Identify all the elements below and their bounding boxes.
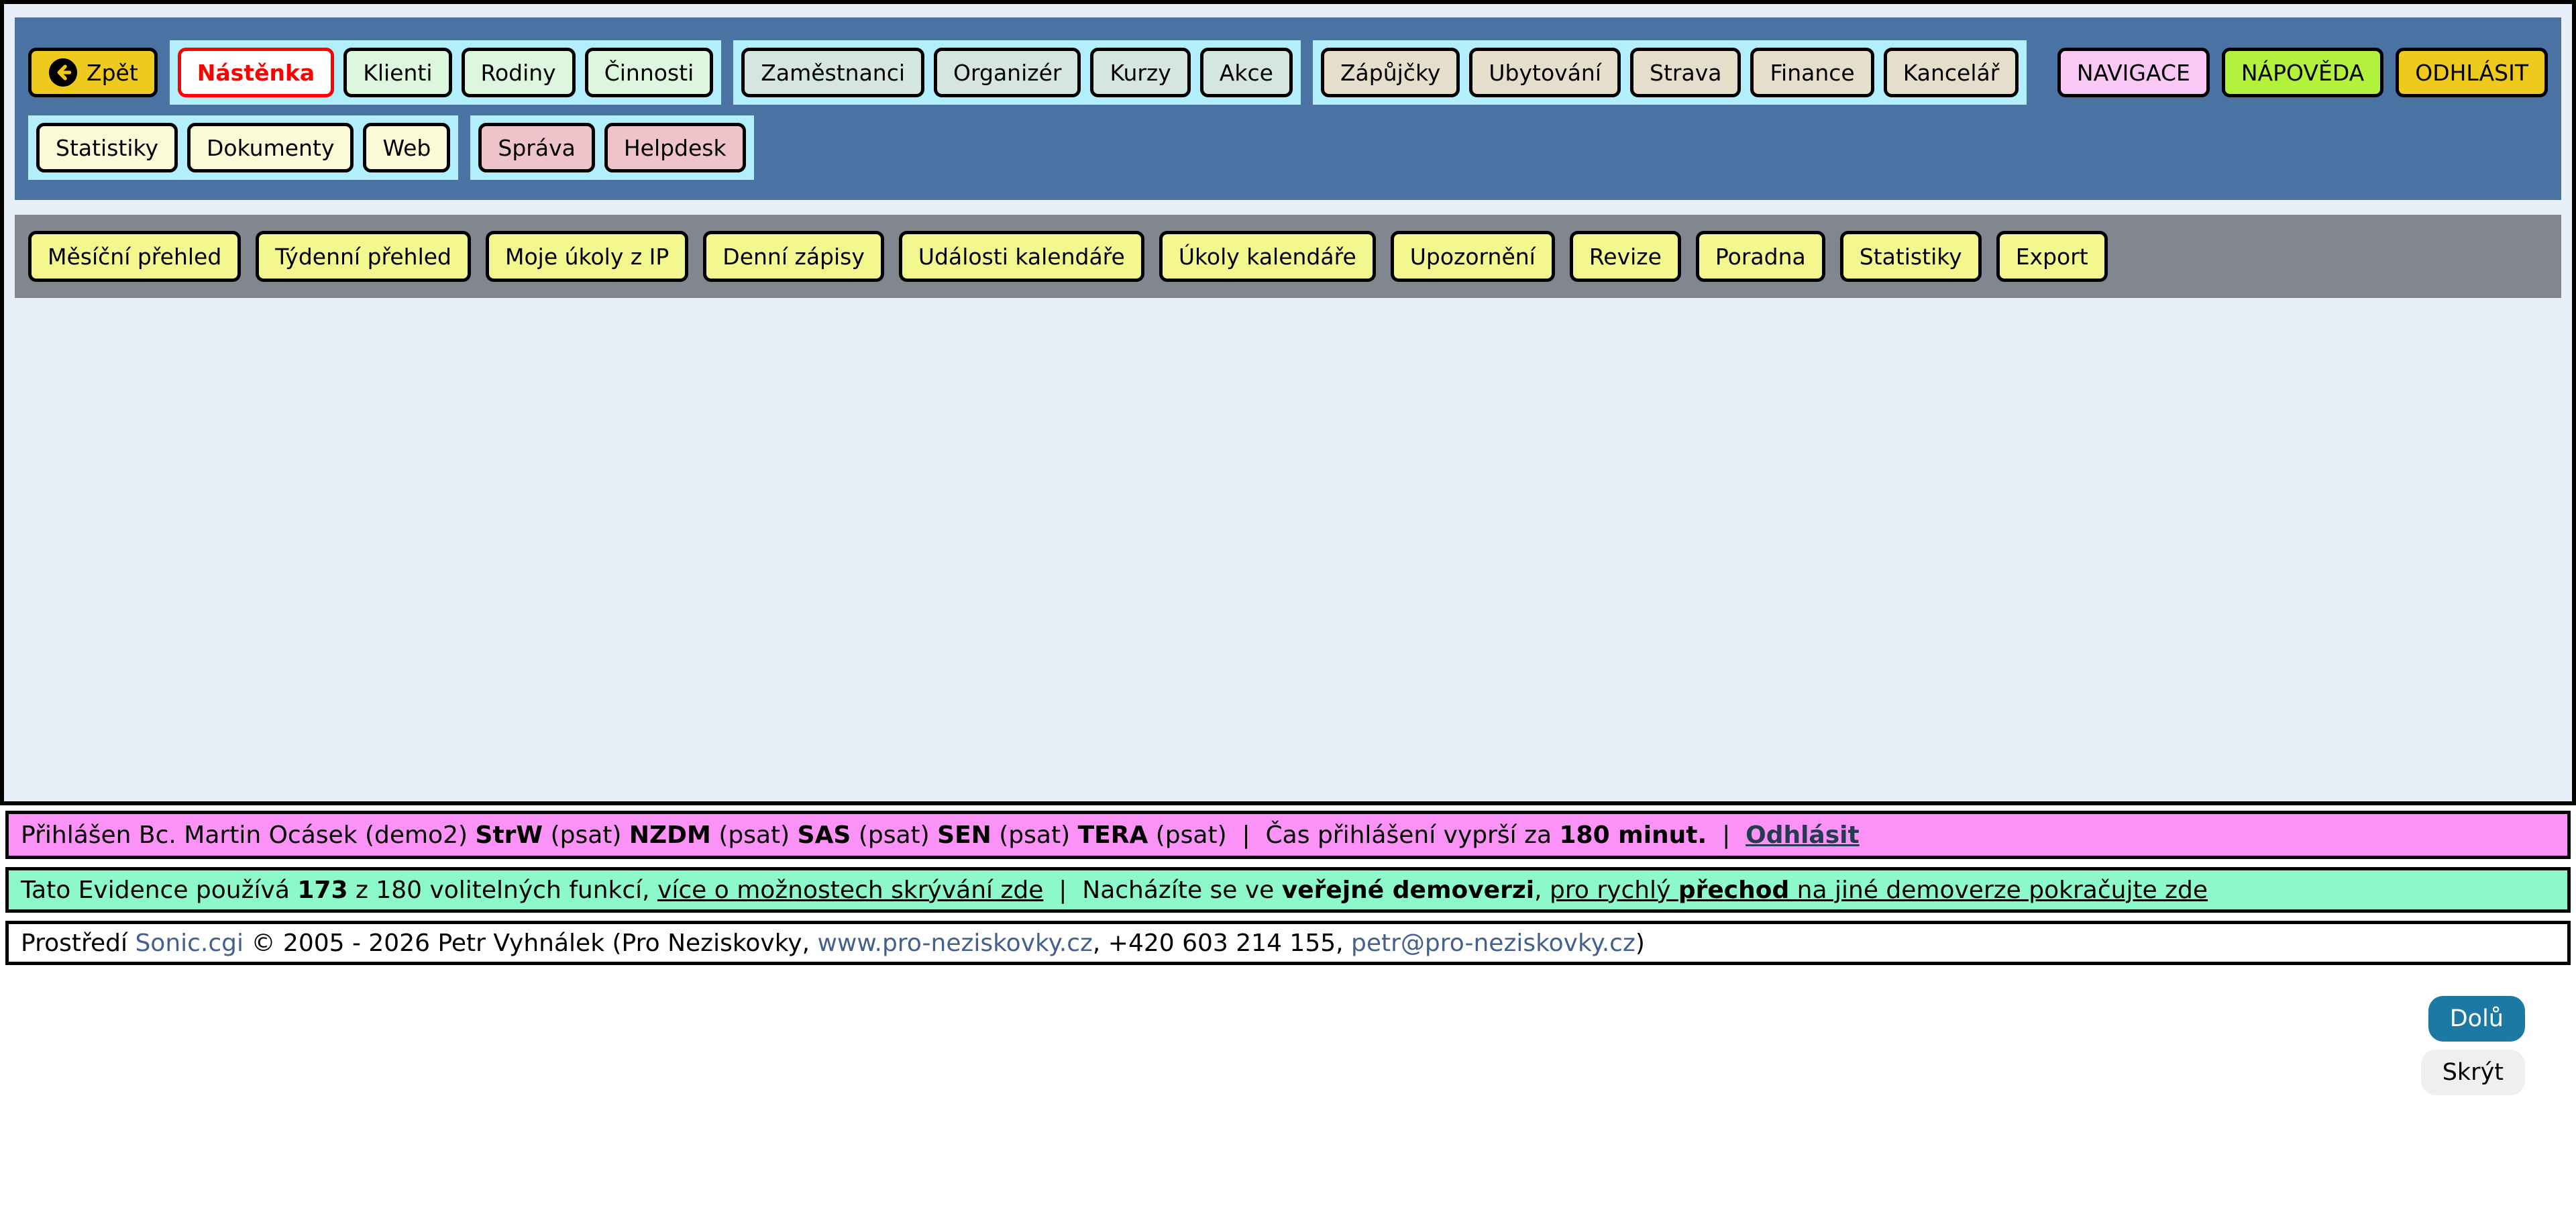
toolbar-statistiky[interactable]: Statistiky [1839, 231, 1982, 282]
nav-ubytovani[interactable]: Ubytování [1469, 48, 1621, 97]
hiding-options-link[interactable]: více o možnostech skrývání zde [657, 876, 1044, 904]
nav-akce[interactable]: Akce [1199, 48, 1293, 97]
nav-strava[interactable]: Strava [1630, 48, 1741, 97]
nav-kurzy[interactable]: Kurzy [1090, 48, 1191, 97]
back-button-label: Zpět [87, 59, 138, 86]
scroll-down-button[interactable]: Dolů [2428, 996, 2525, 1042]
login-status-bar: Přihlášen Bc. Martin Ocásek (demo2) StrW… [5, 811, 2571, 859]
service-sas: SAS [797, 821, 851, 849]
nav-zamestnanci[interactable]: Zaměstnanci [741, 48, 925, 97]
nav-group-services: Zápůjčky Ubytování Strava Finance Kancel… [1312, 40, 2027, 105]
functions-used-count: 173 [297, 876, 348, 904]
toolbar-revize[interactable]: Revize [1569, 231, 1681, 282]
back-button[interactable]: Zpět [28, 48, 158, 97]
status-text: Přihlášen Bc. Martin Ocásek (demo2) [21, 821, 476, 849]
main-content-frame: Zpět Nástěnka Klienti Rodiny Činnosti Za… [0, 0, 2576, 805]
sonic-cgi-link[interactable]: Sonic.cgi [135, 929, 244, 957]
nav-group-reports: Statistiky Dokumenty Web [28, 115, 459, 180]
nav-dokumenty[interactable]: Dokumenty [186, 123, 354, 172]
toolbar-denni-zapisy[interactable]: Denní zápisy [703, 231, 884, 282]
nav-group-people: Zaměstnanci Organizér Kurzy Akce [733, 40, 1301, 105]
logout-link[interactable]: Odhlásit [1746, 821, 1860, 849]
nav-cinnosti[interactable]: Činnosti [584, 48, 714, 97]
nav-finance[interactable]: Finance [1750, 48, 1874, 97]
header: Zpět Nástěnka Klienti Rodiny Činnosti Za… [15, 17, 2561, 200]
nav-kancelar[interactable]: Kancelář [1883, 48, 2019, 97]
service-sen: SEN [937, 821, 991, 849]
session-expiry-value: 180 minut. [1559, 821, 1707, 849]
nav-row-secondary: Statistiky Dokumenty Web Správa Helpdesk [28, 115, 2548, 180]
scroll-controls: Dolů Skrýt [2420, 996, 2525, 1095]
nav-klienti[interactable]: Klienti [343, 48, 452, 97]
service-tera: TERA [1077, 821, 1148, 849]
footer-bar: Prostředí Sonic.cgi © 2005 - 2026 Petr V… [5, 921, 2571, 965]
nav-group-admin: Správa Helpdesk [470, 115, 754, 180]
toolbar-tydenni-prehled[interactable]: Týdenní přehled [256, 231, 471, 282]
service-nzdm: NZDM [629, 821, 711, 849]
nav-statistiky[interactable]: Statistiky [36, 123, 178, 172]
demo-switch-link[interactable]: pro rychlý přechod na jiné demoverze pok… [1550, 876, 2208, 904]
nav-group-system: NAVIGACE NÁPOVĚDA ODHLÁSIT [2057, 48, 2548, 97]
hide-button[interactable]: Skrýt [2420, 1050, 2525, 1095]
toolbar-upozorneni[interactable]: Upozornění [1390, 231, 1555, 282]
toolbar-ukoly-kalendare[interactable]: Úkoly kalendáře [1159, 231, 1376, 282]
service-strw: StrW [475, 821, 543, 849]
nav-web[interactable]: Web [363, 123, 451, 172]
website-link[interactable]: www.pro-neziskovky.cz [817, 929, 1093, 957]
nav-row-primary: Zpět Nástěnka Klienti Rodiny Činnosti Za… [28, 40, 2548, 105]
napoveda-button[interactable]: NÁPOVĚDA [2221, 48, 2384, 97]
back-arrow-icon [48, 57, 78, 88]
nav-zapujcky[interactable]: Zápůjčky [1320, 48, 1460, 97]
demo-info-bar: Tato Evidence používá 173 z 180 voliteln… [5, 867, 2571, 913]
navigace-button[interactable]: NAVIGACE [2057, 48, 2210, 97]
nav-nastenka[interactable]: Nástěnka [177, 48, 335, 97]
odhlasit-button[interactable]: ODHLÁSIT [2396, 48, 2548, 97]
demo-version-label: veřejné demoverzi [1281, 876, 1535, 904]
toolbar-export[interactable]: Export [1996, 231, 2108, 282]
toolbar-mesicni-prehled[interactable]: Měsíční přehled [28, 231, 241, 282]
nav-helpdesk[interactable]: Helpdesk [604, 123, 746, 172]
toolbar-udalosti-kalendare[interactable]: Události kalendáře [898, 231, 1144, 282]
nav-organizer[interactable]: Organizér [934, 48, 1081, 97]
dashboard-toolbar: Měsíční přehled Týdenní přehled Moje úko… [15, 215, 2561, 298]
nav-sprava[interactable]: Správa [478, 123, 595, 172]
toolbar-poradna[interactable]: Poradna [1695, 231, 1825, 282]
email-link[interactable]: petr@pro-neziskovky.cz [1351, 929, 1635, 957]
nav-rodiny[interactable]: Rodiny [461, 48, 576, 97]
toolbar-moje-ukoly-z-ip[interactable]: Moje úkoly z IP [486, 231, 689, 282]
nav-group-main: Nástěnka Klienti Rodiny Činnosti [169, 40, 722, 105]
